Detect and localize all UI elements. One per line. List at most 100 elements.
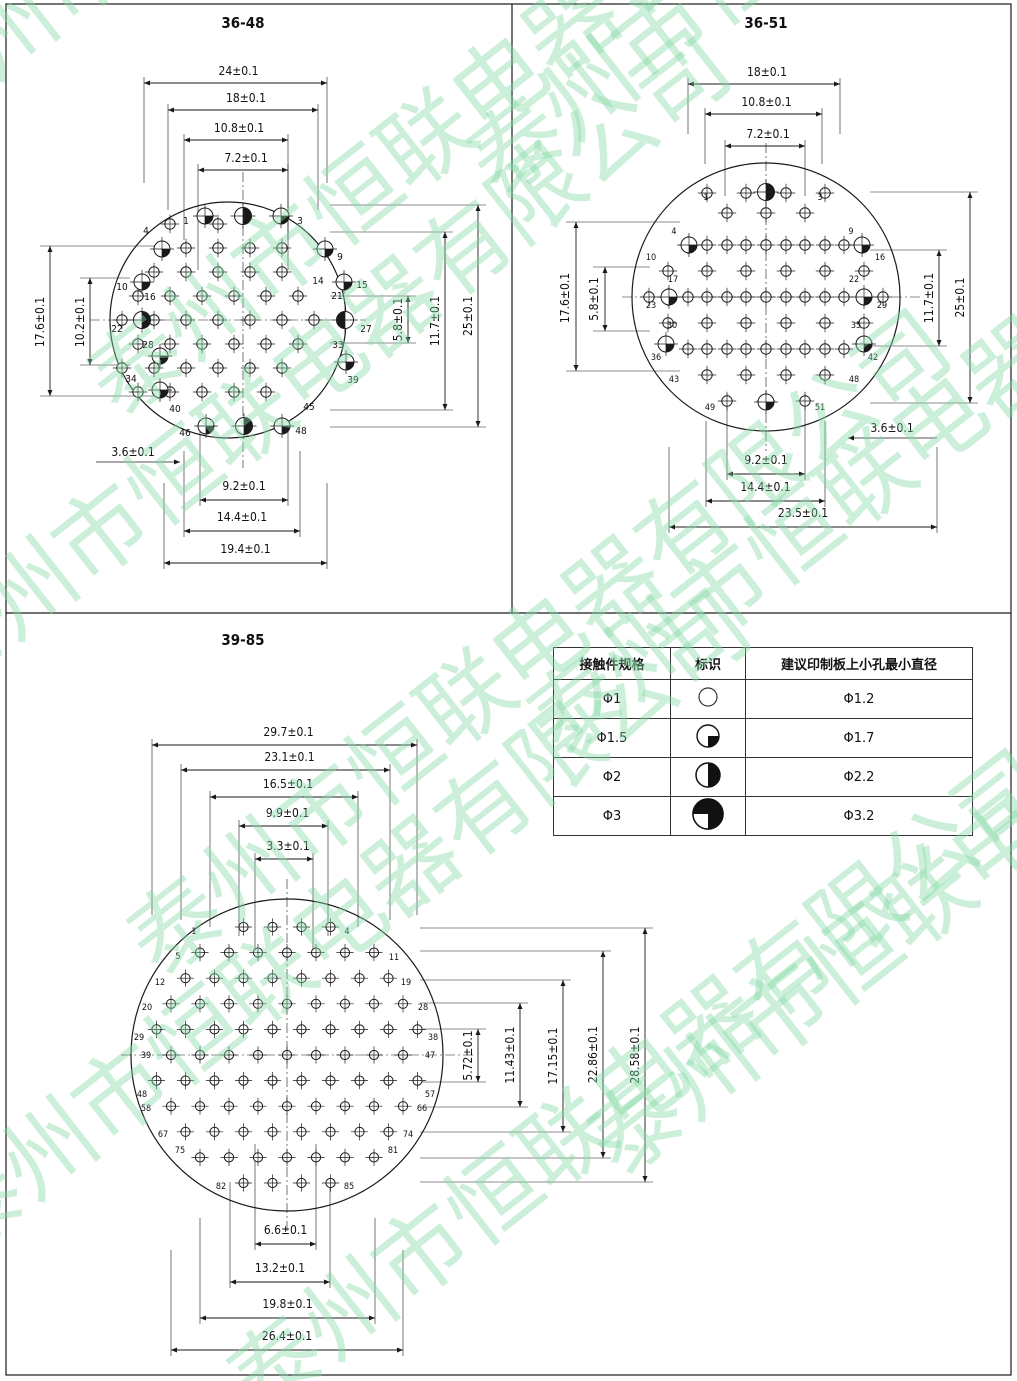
contact-pin [350, 1020, 369, 1038]
arrow-head [47, 246, 53, 252]
contact-pin [815, 235, 835, 255]
contact-pin [365, 1148, 383, 1166]
dimension-label: 19.4±0.1 [220, 542, 270, 556]
dimension-label: 29.7±0.1 [263, 725, 313, 739]
dimension-label: 5.8±0.1 [587, 277, 601, 320]
contact-pin [304, 310, 324, 330]
arrow-head [322, 823, 328, 829]
contact-pin [278, 944, 296, 962]
contact-pin [292, 969, 311, 987]
contact-pin [795, 287, 815, 307]
contact-pin [736, 365, 756, 385]
arrow-head [475, 205, 481, 211]
contact-pin [263, 1020, 282, 1038]
arrow-head [282, 137, 288, 143]
contact-pin [756, 339, 776, 359]
contact-pin [336, 1148, 354, 1166]
dimension-label: 9.2±0.1 [744, 453, 787, 467]
arrow-head [181, 767, 187, 773]
contact-pin [394, 1046, 412, 1064]
dimension-label: 10.8±0.1 [214, 121, 264, 135]
arrow-head [936, 340, 942, 346]
dimension-label: 11.7±0.1 [922, 273, 936, 323]
contact-pin [776, 261, 796, 281]
dimension-label: 13.2±0.1 [255, 1261, 305, 1275]
dimension-label: 11.7±0.1 [428, 296, 442, 346]
contact-pin [815, 365, 835, 385]
arrow-head [405, 296, 411, 302]
dimension-label: 25±0.1 [461, 296, 475, 336]
drawing-39-85: 39-8529.7±0.123.1±0.116.5±0.19.9±0.13.3±… [121, 631, 653, 1356]
contact-pin [307, 1046, 325, 1064]
contact-pin [292, 1072, 311, 1090]
contact-pin [278, 1097, 296, 1115]
symbol-cell [670, 757, 746, 797]
contact-pin [736, 261, 756, 281]
arrow-head [727, 471, 733, 477]
contact-pin [736, 339, 756, 359]
table-row: Φ1.5 Φ1.7 [553, 718, 973, 758]
contact-pin [717, 287, 737, 307]
contact-pin [162, 1046, 180, 1064]
arrow-head [174, 459, 180, 465]
table-row: Φ2 Φ2.2 [553, 757, 973, 797]
arrow-head [255, 856, 261, 862]
symbol-cell [670, 718, 746, 758]
drawing-36-48: 36-4824±0.118±0.110.8±0.17.2±0.19.2±0.11… [33, 14, 486, 569]
contact-pin [717, 203, 737, 223]
arrow-head [87, 278, 93, 284]
contact-pin [249, 1046, 267, 1064]
arrow-head [144, 80, 150, 86]
dimension-label: 5.8±0.1 [391, 298, 405, 341]
contact-pin [677, 233, 701, 257]
arrow-head [600, 1152, 606, 1158]
contact-pin [756, 235, 776, 255]
contact-pin [736, 235, 756, 255]
contact-pin [350, 1123, 369, 1141]
contact-pin [256, 382, 276, 402]
contact-pin [815, 339, 835, 359]
pin-number: 74 [403, 1130, 413, 1140]
contact-pin [350, 1072, 369, 1090]
contact-pin [756, 287, 776, 307]
contact-pin [191, 1097, 209, 1115]
circle-empty-icon [698, 687, 718, 707]
arrow-head [200, 1315, 206, 1321]
arrow-head [200, 497, 206, 503]
arrow-head [669, 524, 675, 530]
pin-number: 20 [142, 1003, 152, 1013]
circle-quarter-icon [696, 724, 720, 748]
contact-pin [365, 995, 383, 1013]
contact-pin [307, 1148, 325, 1166]
contact-pin [144, 262, 164, 282]
pin-number: 9 [848, 227, 853, 237]
arrow-head [411, 742, 417, 748]
contact-pin [815, 183, 835, 203]
contact-pin [854, 313, 874, 333]
contact-pin [176, 1020, 195, 1038]
arrow-head [384, 767, 390, 773]
dimension-label: 3.6±0.1 [870, 421, 913, 435]
contact-pin [231, 413, 257, 439]
arrow-head [405, 337, 411, 343]
arrow-head [848, 435, 854, 441]
pin-number: 82 [216, 1182, 226, 1192]
pin-number: 39 [347, 375, 359, 386]
drawing-title: 36-48 [221, 14, 264, 32]
contact-pin [191, 995, 209, 1013]
arrow-head [230, 1279, 236, 1285]
contact-pin [292, 1123, 311, 1141]
contact-pin [852, 285, 876, 309]
dimension-label: 10.2±0.1 [73, 297, 87, 347]
contact-pin [249, 944, 267, 962]
arrow-head [967, 192, 973, 198]
contact-pin [205, 969, 224, 987]
pin-number: 46 [179, 428, 191, 439]
contact-pin [873, 287, 893, 307]
contact-pin [240, 238, 260, 258]
contact-pin [307, 1097, 325, 1115]
symbol-cell [670, 679, 746, 719]
contact-pin [834, 339, 854, 359]
contact-pin [795, 235, 815, 255]
contact-pin [332, 270, 356, 294]
